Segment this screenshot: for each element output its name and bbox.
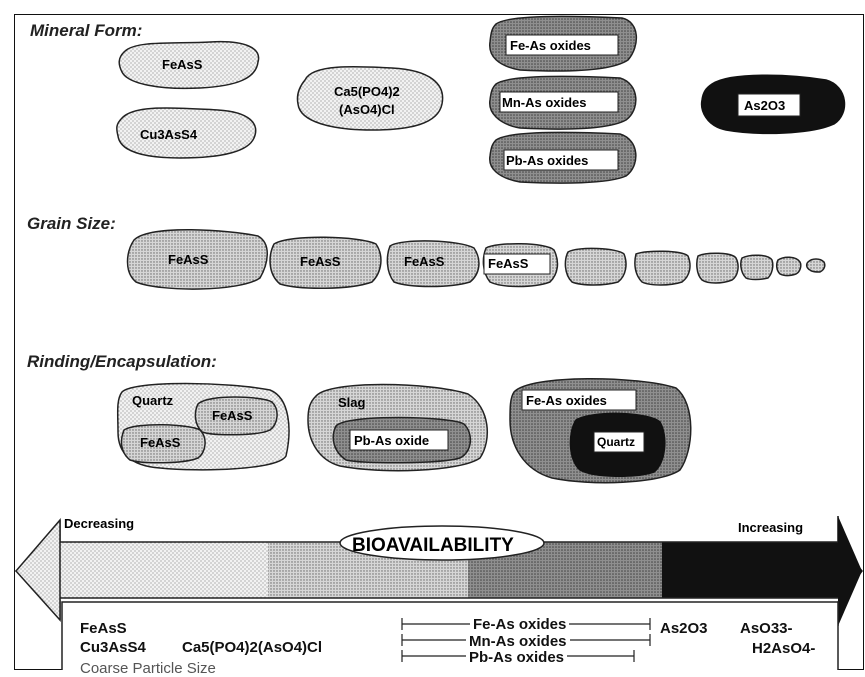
feass-label: FeAsS bbox=[162, 57, 203, 72]
bottom-h2aso4: H2AsO4- bbox=[752, 640, 816, 657]
decreasing-label: Decreasing bbox=[64, 516, 134, 531]
cu3ass4-label: Cu3AsS4 bbox=[140, 127, 198, 142]
feass-inclusion-bottom-label: FeAsS bbox=[140, 435, 181, 450]
as2o3-label: As2O3 bbox=[744, 98, 785, 113]
bottom-footer: Coarse Particle Size bbox=[80, 660, 216, 677]
slag-label: Slag bbox=[338, 395, 366, 410]
bottom-fe-as-oxides: Fe-As oxides bbox=[470, 616, 570, 633]
feass-inclusion-top bbox=[194, 396, 278, 436]
cu3ass4-particle bbox=[116, 107, 257, 159]
increasing-label: Increasing bbox=[738, 520, 803, 535]
bottom-cu3ass4: Cu3AsS4 bbox=[80, 639, 146, 656]
grain-particle-7 bbox=[696, 252, 739, 284]
bottom-aso3: AsO33- bbox=[740, 620, 793, 637]
bottom-box bbox=[61, 601, 839, 670]
mn-as-oxides-label: Mn-As oxides bbox=[502, 95, 587, 110]
quartz-core-label: Quartz bbox=[597, 435, 635, 449]
grain-particle-8 bbox=[740, 254, 774, 281]
feass-inclusion-bottom bbox=[120, 423, 206, 464]
bottom-apatite: Ca5(PO4)2(AsO4)Cl bbox=[182, 639, 323, 656]
grain-particle-9 bbox=[775, 256, 802, 277]
grain-particle-1 bbox=[126, 229, 268, 290]
bottom-as2o3: As2O3 bbox=[660, 620, 708, 637]
fe-as-oxides-label: Fe-As oxides bbox=[510, 38, 591, 53]
grain-label-1: FeAsS bbox=[168, 252, 209, 267]
grain-label-3: FeAsS bbox=[404, 254, 445, 269]
feass-inclusion-top-label: FeAsS bbox=[212, 408, 253, 423]
bioavailability-label-oval bbox=[339, 525, 545, 561]
grain-particle-2 bbox=[269, 236, 382, 289]
apatite-label-line2: (AsO4)Cl bbox=[339, 102, 395, 117]
pb-as-oxide-label: Pb-As oxide bbox=[354, 433, 429, 448]
feass-particle bbox=[118, 40, 260, 90]
quartz-label: Quartz bbox=[132, 393, 174, 408]
bottom-pb-as-oxides: Pb-As oxides bbox=[466, 649, 568, 666]
pb-as-oxides-label: Pb-As oxides bbox=[506, 153, 588, 168]
apatite-label-line1: Ca5(PO4)2 bbox=[334, 84, 400, 99]
section-title-mineral-form: Mineral Form: bbox=[30, 21, 143, 40]
bottom-mn-as-oxides: Mn-As oxides bbox=[466, 633, 570, 650]
bottom-feass: FeAsS bbox=[80, 620, 127, 637]
apatite-particle bbox=[296, 65, 444, 131]
grain-particle-10 bbox=[805, 258, 826, 273]
section-title-rinding: Rinding/Encapsulation: bbox=[27, 352, 217, 371]
section-title-grain-size: Grain Size: bbox=[27, 214, 116, 233]
grain-particle-3 bbox=[386, 240, 480, 288]
fe-as-oxides-rind-label: Fe-As oxides bbox=[526, 393, 607, 408]
bioavailability-label: BIOAVAILABILITY bbox=[352, 535, 514, 556]
grain-particle-5 bbox=[564, 247, 627, 286]
grain-particle-6 bbox=[634, 250, 691, 286]
grain-label-4: FeAsS bbox=[488, 256, 529, 271]
grain-label-2: FeAsS bbox=[300, 254, 341, 269]
